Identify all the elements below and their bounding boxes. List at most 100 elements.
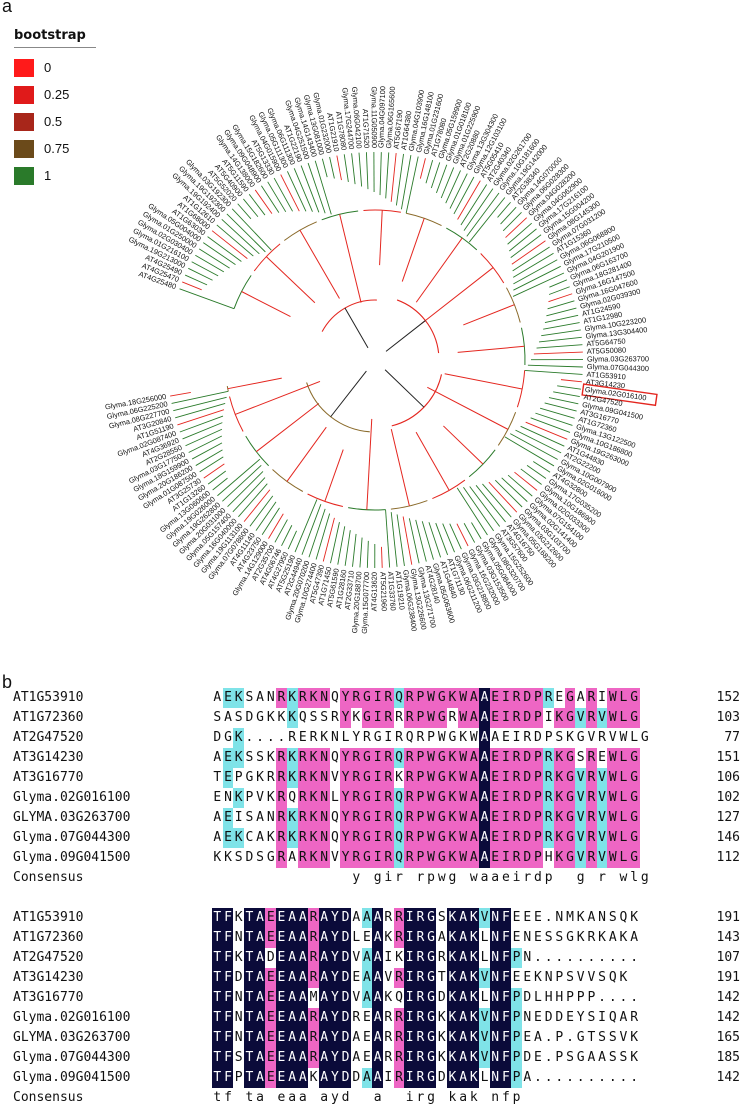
residue: Q <box>288 790 297 805</box>
residue: P <box>415 768 426 788</box>
sequence-end-position: 107 <box>716 950 740 965</box>
leaf-branch <box>421 521 434 560</box>
sequence-name: AT1G53910 <box>13 910 84 925</box>
residue: . <box>587 950 596 965</box>
residue: K <box>468 948 480 968</box>
residue: I <box>372 748 383 768</box>
consensus-residue: g <box>448 870 457 885</box>
residue: R <box>393 1028 405 1048</box>
residue: F <box>222 908 234 928</box>
residue: N <box>544 970 553 985</box>
residue: F <box>500 1068 512 1088</box>
residue: I <box>372 708 383 728</box>
residue: V <box>608 730 617 745</box>
leaf-branch <box>212 477 228 491</box>
residue: Q <box>393 828 405 848</box>
residue: A <box>224 710 232 725</box>
residue: R <box>383 768 394 788</box>
residue: E <box>534 930 542 945</box>
residue: V <box>596 848 608 868</box>
residue: W <box>457 768 469 788</box>
residue: E <box>363 930 371 945</box>
residue: R <box>543 688 554 708</box>
residue: D <box>521 808 533 828</box>
legend-label: 1 <box>44 168 52 183</box>
residue: L <box>480 950 489 965</box>
leaf-branch <box>343 154 349 183</box>
residue: R <box>587 930 596 945</box>
residue: I <box>384 1070 393 1085</box>
leaf-branch <box>175 402 226 419</box>
leaf-branch <box>509 228 537 252</box>
residue: W <box>457 748 469 768</box>
leaf-branch <box>207 236 242 262</box>
consensus-residue <box>554 1088 565 1108</box>
residue: E <box>265 928 277 948</box>
residue: G <box>564 768 576 788</box>
sequence-end-position: 146 <box>716 830 740 845</box>
leaf-branch <box>293 168 313 212</box>
residue: F <box>222 1048 234 1068</box>
leaf-branch <box>336 155 342 181</box>
residue: A <box>468 768 480 788</box>
consensus-residue: f <box>501 1090 510 1105</box>
residue: L <box>330 790 339 805</box>
residue: P <box>555 970 564 985</box>
sequence-end-position: 191 <box>716 910 740 925</box>
residue: . <box>534 950 542 965</box>
leaf-branch <box>535 412 573 426</box>
residue: D <box>555 1010 564 1025</box>
residue: R <box>308 908 319 928</box>
residue: Q <box>330 750 339 765</box>
residue: E <box>222 688 234 708</box>
residue: T <box>212 928 223 948</box>
sequence-end-position: 127 <box>716 810 740 825</box>
residue: A <box>286 968 298 988</box>
consensus-residue <box>565 1088 576 1108</box>
residue: L <box>480 1070 489 1085</box>
residue: D <box>521 708 533 728</box>
leaf-branch <box>182 281 202 291</box>
consensus-residue <box>223 868 234 888</box>
residue: R <box>511 708 522 728</box>
leaf-branch <box>463 523 476 543</box>
leaf-branch <box>330 522 340 564</box>
residue: A <box>479 768 490 788</box>
residue: R <box>297 788 309 808</box>
residue: P <box>511 1028 522 1048</box>
internal-branch <box>463 304 515 326</box>
residue: E <box>222 768 234 788</box>
leaf-branch <box>207 470 227 485</box>
residue: . <box>619 950 628 965</box>
residue: Y <box>576 1010 585 1025</box>
residue: F <box>222 968 234 988</box>
residue: E <box>276 968 287 988</box>
leaf-branch <box>195 449 223 466</box>
residue: K <box>395 950 403 965</box>
residue: K <box>630 1030 639 1045</box>
phylogenetic-tree: AT4G25480AT4G25470AT4G25490Glyma.19G2130… <box>104 86 658 634</box>
leaf-branch <box>425 160 434 184</box>
residue: G <box>628 848 640 868</box>
residue: R <box>276 748 287 768</box>
leaf-branch <box>351 153 356 185</box>
residue: F <box>222 988 234 1008</box>
residue: P <box>415 688 426 708</box>
residue: Y <box>340 708 351 728</box>
residue: G <box>576 1050 585 1065</box>
residue: W <box>469 730 478 745</box>
residue: W <box>457 688 469 708</box>
residue: K <box>619 970 628 985</box>
root-branch <box>384 369 425 408</box>
leaf-branch <box>463 487 495 532</box>
residue: K <box>447 1068 458 1088</box>
residue: E <box>489 848 501 868</box>
leaf-branch <box>440 167 455 199</box>
leaf-branch <box>548 286 570 295</box>
residue: P <box>511 948 522 968</box>
leaf-branch <box>198 248 230 269</box>
residue: P <box>555 1030 564 1045</box>
residue: K <box>554 848 565 868</box>
